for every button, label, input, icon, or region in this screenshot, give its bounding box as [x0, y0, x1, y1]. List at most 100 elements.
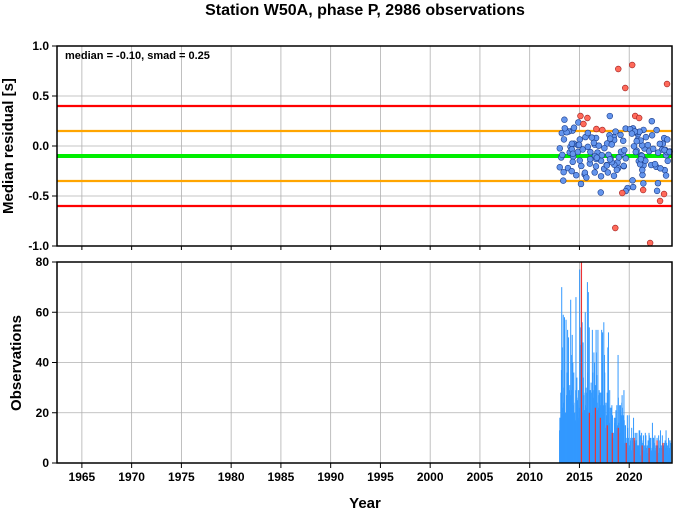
residual-point	[640, 180, 647, 187]
y-tick-label: 0.0	[32, 139, 49, 153]
x-tick-label: 1995	[367, 470, 394, 484]
residual-point	[578, 162, 585, 170]
residual-point	[606, 156, 614, 163]
residual-point	[586, 156, 594, 163]
residual-point	[559, 151, 566, 159]
residual-point	[629, 177, 636, 184]
residual-point	[590, 139, 598, 147]
residual-point	[648, 132, 656, 139]
residual-point	[560, 177, 567, 184]
residual-point	[606, 112, 614, 120]
y-tick-label: 40	[36, 356, 50, 370]
residual-point	[598, 151, 605, 159]
residual-point	[556, 145, 563, 152]
residual-outlier-point	[635, 114, 643, 122]
residual-point	[662, 172, 670, 179]
median-smad-annotation: median = -0.10, smad = 0.25	[65, 50, 210, 62]
residual-point	[633, 138, 640, 145]
residual-outlier-point	[577, 112, 584, 120]
chart-title: Station W50A, phase P, 2986 observations	[205, 2, 525, 19]
residual-point	[651, 160, 659, 168]
residual-point	[601, 144, 608, 152]
y-tick-label: 1.0	[32, 39, 49, 53]
residual-point	[639, 166, 646, 174]
residual-point	[619, 137, 627, 144]
residual-point	[637, 156, 645, 163]
residual-point	[603, 162, 611, 169]
residual-point	[654, 180, 662, 187]
residual-point	[595, 142, 602, 149]
residual-point	[664, 157, 671, 165]
x-tick-label: 2015	[566, 470, 593, 484]
observations-y-axis-label: Observations	[8, 315, 25, 411]
residual-outlier-point	[663, 80, 671, 88]
residual-point	[569, 158, 576, 166]
residual-point	[560, 168, 567, 176]
residual-panel: -1.0 -0.5 0.0 0.5 1.0 median = -0.10, smad =…	[0, 39, 673, 253]
residual-outlier-point	[656, 197, 664, 205]
residual-outlier-point	[584, 114, 591, 122]
residual-point	[654, 149, 662, 156]
residual-points	[556, 61, 673, 247]
residual-point	[656, 140, 664, 147]
residual-point	[560, 136, 568, 143]
residual-point	[573, 172, 580, 179]
y-tick-label: 80	[36, 255, 50, 269]
residual-point	[615, 154, 623, 161]
residual-point	[592, 163, 600, 170]
residual-point	[587, 148, 594, 156]
residual-point	[561, 125, 568, 132]
residual-point	[584, 143, 592, 151]
x-tick-label: 1985	[268, 470, 295, 484]
residual-point	[597, 173, 605, 180]
residual-point	[653, 187, 661, 195]
residual-y-axis-label: Median residual [s]	[0, 78, 17, 214]
y-tick-label: -1.0	[28, 239, 49, 253]
x-tick-label: 1990	[317, 470, 344, 484]
residual-point	[584, 129, 592, 137]
x-tick-label: 2005	[467, 470, 494, 484]
residual-point	[620, 162, 627, 170]
residual-point	[575, 141, 583, 148]
y-tick-label: -0.5	[28, 189, 49, 203]
residual-point	[612, 128, 619, 135]
residual-point	[644, 141, 652, 149]
residual-point	[642, 133, 650, 141]
residual-point	[606, 135, 614, 142]
residual-point	[579, 146, 586, 153]
observation-bars	[559, 262, 672, 463]
residual-outlier-point	[612, 224, 619, 232]
residual-point	[628, 130, 636, 137]
residual-outlier-point	[622, 84, 629, 92]
residual-outlier-point	[628, 61, 636, 69]
residual-point	[577, 180, 585, 188]
residual-point	[629, 183, 637, 191]
x-tick-label: 1980	[218, 470, 245, 484]
residual-point	[608, 141, 615, 148]
y-tick-label: 0.5	[32, 89, 49, 103]
residual-point	[622, 155, 629, 162]
residual-point	[632, 148, 640, 156]
x-tick-label: 2020	[616, 470, 643, 484]
residual-point	[613, 166, 620, 174]
residual-point	[653, 126, 660, 134]
residual-point	[610, 172, 618, 179]
residual-point	[561, 116, 568, 123]
residual-point	[591, 169, 598, 176]
x-tick-label: 1975	[168, 470, 195, 484]
residual-point	[604, 169, 612, 176]
residual-outlier-point	[580, 120, 587, 128]
x-tick-label: 2010	[516, 470, 543, 484]
residual-outlier-point	[646, 239, 654, 247]
residual-point	[576, 136, 584, 143]
residual-point	[568, 167, 575, 175]
residual-outlier-point	[615, 65, 622, 73]
residual-point	[588, 134, 596, 141]
residual-point	[597, 189, 604, 196]
residual-point	[593, 154, 601, 161]
residual-point	[657, 165, 664, 172]
residual-y-ticks: -1.0 -0.5 0.0 0.5 1.0	[28, 39, 57, 253]
